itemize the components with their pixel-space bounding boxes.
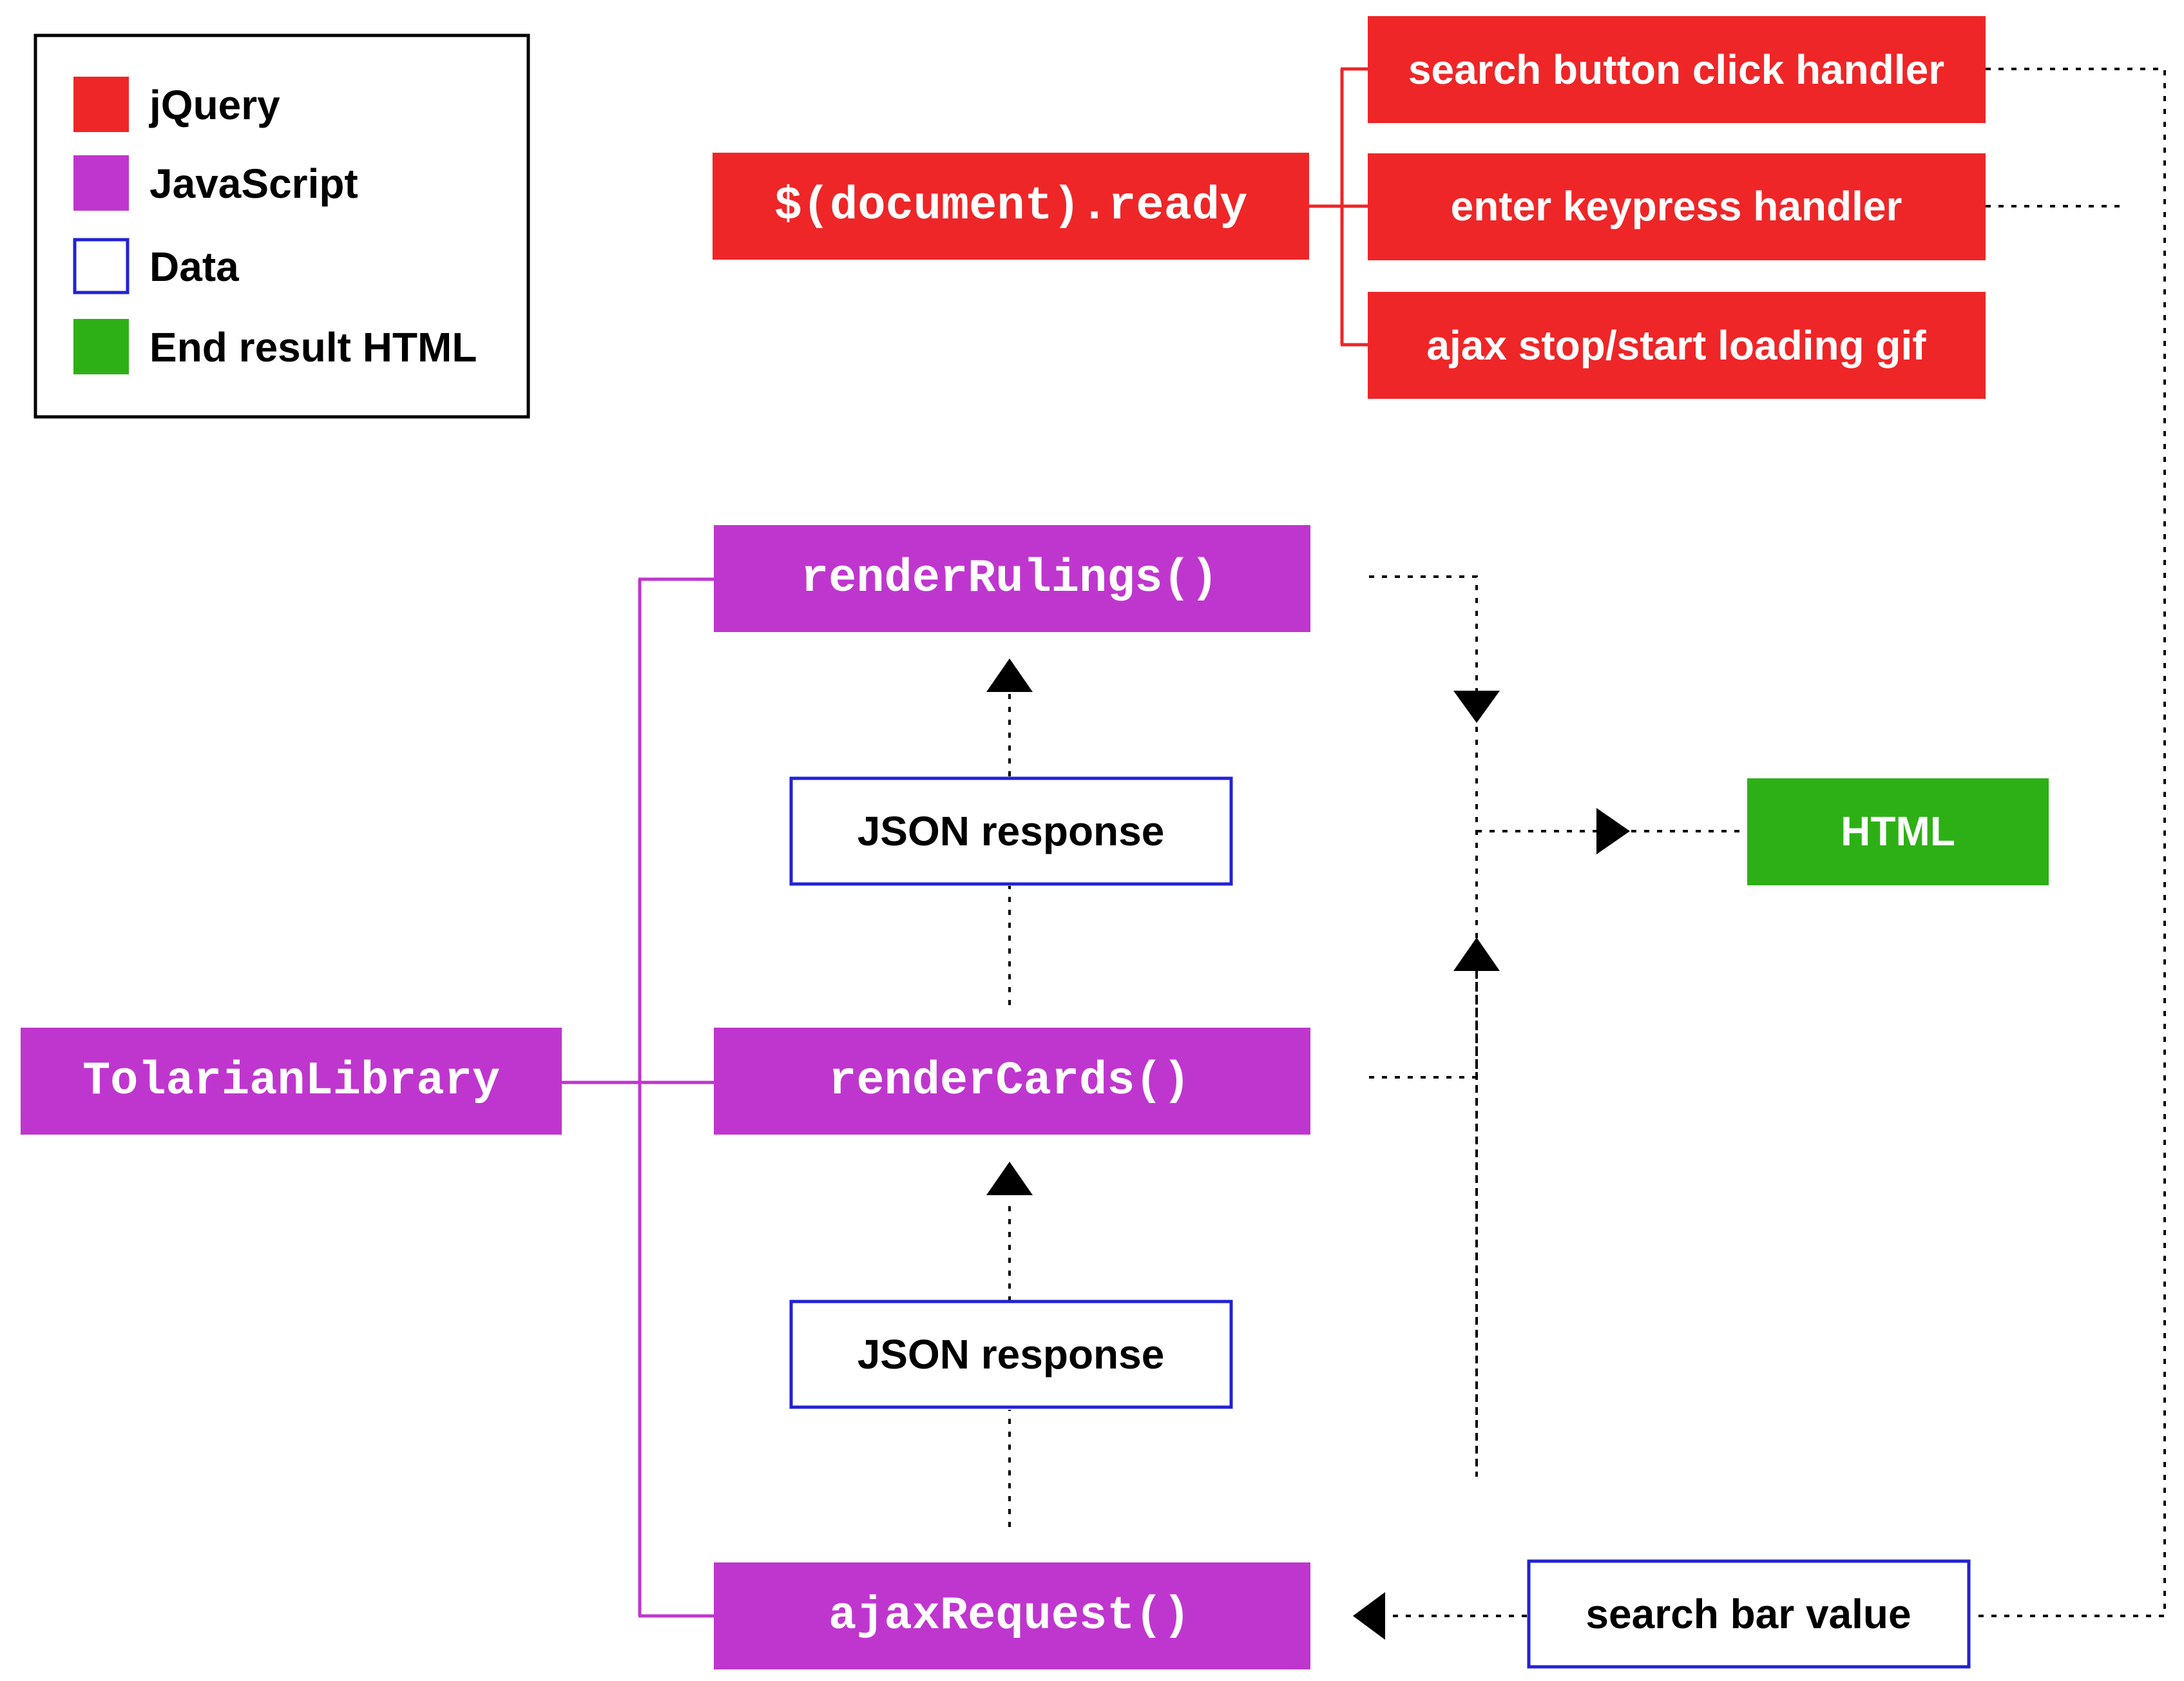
node-render-rulings: renderRulings() [714,525,1310,632]
node-tolarian-library: TolarianLibrary [21,1028,562,1135]
node-ajax-loading: ajax stop/start loading gif [1368,292,1986,399]
legend-label-html: End result HTML [149,324,477,370]
node-enter-keypress-handler: enter keypress handler [1368,153,1986,260]
arrowhead-to-rendercards [986,1162,1033,1195]
node-json-response-top: JSON response [789,776,1233,886]
node-search-bar-value: search bar value [1527,1559,1971,1669]
legend: jQuery JavaScript Data End result HTML [34,34,530,419]
node-json-response-bottom: JSON response [789,1300,1233,1409]
legend-swatch-data [73,238,129,294]
javascript-connectors [562,577,714,1618]
jquery-connectors [1309,67,1368,347]
legend-label-jquery: jQuery [149,82,280,128]
legend-swatch-jquery [73,77,129,132]
node-ajax-request: ajaxRequest() [714,1562,1310,1669]
node-html: HTML [1747,778,2049,885]
arrowhead-to-renderrulings [986,658,1033,692]
arrowhead-up-merge [1453,937,1500,971]
legend-swatch-javascript [73,155,129,211]
arrowhead-down-merge [1453,691,1500,723]
node-html-label: HTML [1841,808,1955,854]
node-search-click-handler: search button click handler [1368,16,1986,123]
node-ajax-request-label: ajaxRequest() [829,1590,1191,1642]
node-json-response-bottom-label: JSON response [857,1331,1165,1378]
node-document-ready-label: $(document).ready [774,180,1248,233]
legend-label-javascript: JavaScript [149,160,358,207]
arrowhead-to-ajaxrequest [1353,1592,1385,1640]
arrowheads [986,658,1630,1640]
legend-label-data: Data [149,244,239,290]
node-render-rulings-label: renderRulings() [801,552,1218,605]
node-enter-keypress-handler-label: enter keypress handler [1451,183,1902,229]
dashed-connectors [1008,68,2166,1617]
node-render-cards-label: renderCards() [829,1055,1191,1108]
node-render-cards: renderCards() [714,1028,1310,1135]
node-search-click-handler-label: search button click handler [1408,46,1944,93]
node-search-bar-value-label: search bar value [1585,1591,1911,1637]
node-tolarian-library-label: TolarianLibrary [82,1055,500,1108]
arrowhead-to-html [1596,808,1630,854]
legend-swatch-html [73,319,129,374]
node-document-ready: $(document).ready [713,153,1309,260]
node-json-response-top-label: JSON response [857,808,1165,854]
node-ajax-loading-label: ajax stop/start loading gif [1426,322,1926,369]
